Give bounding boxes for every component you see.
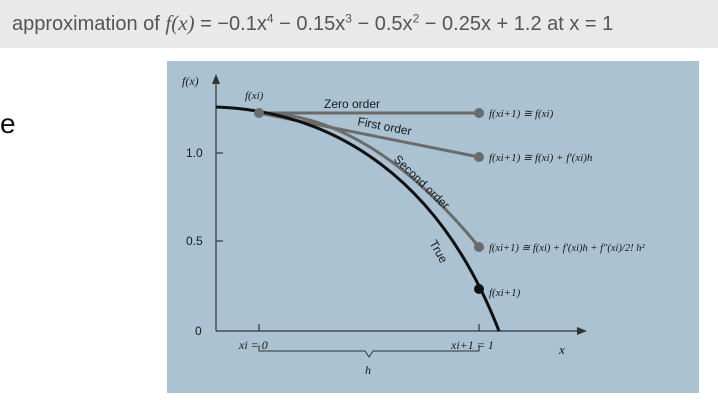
y-tick-label-05: 0.5 (186, 234, 203, 248)
y-axis-label: f(x) (182, 74, 199, 88)
zero-order-label: Zero order (324, 97, 380, 111)
point-start-label: f(xi) (245, 90, 264, 102)
cropped-text-fragment: e (0, 108, 16, 139)
y-tick-label-0: 0 (195, 324, 202, 338)
y-tick-label-10: 1.0 (186, 146, 203, 160)
true-label: True (426, 238, 450, 266)
point-zero-order (474, 108, 484, 118)
title-band: approximation of f(x) = −0.1x4 − 0.15x3 … (0, 0, 718, 48)
x-tick-label-xi1: xi+1 = 1 (450, 338, 494, 352)
second-order-formula: f(xi+1) ≅ f(xi) + f′(xi)h + f″(xi)/2! h² (489, 243, 645, 254)
taylor-series-figure: f(x) x 0 0.5 1.0 xi = 0 xi+1 = 1 h Zero … (167, 61, 699, 393)
point-end-label: f(xi+1) (489, 287, 521, 299)
zero-order-formula: f(xi+1) ≅ f(xi) (489, 108, 554, 120)
point-first-order (474, 152, 484, 162)
x-axis-label: x (558, 342, 565, 357)
step-label: h (365, 363, 371, 377)
point-true (474, 284, 484, 294)
first-order-formula: f(xi+1) ≅ f(xi) + f′(xi)h (489, 152, 593, 164)
slide-title: approximation of f(x) = −0.1x4 − 0.15x3 … (12, 11, 614, 35)
x-tick-label-xi: xi = 0 (238, 338, 268, 352)
axes (215, 83, 577, 358)
point-start (254, 108, 264, 118)
x-axis-arrow (577, 327, 587, 335)
step-brace (258, 345, 480, 358)
second-order-curve (258, 111, 481, 248)
y-axis-arrow (212, 74, 220, 84)
taylor-diagram: f(x) x 0 0.5 1.0 xi = 0 xi+1 = 1 h Zero … (182, 74, 645, 377)
point-second-order (474, 242, 484, 252)
